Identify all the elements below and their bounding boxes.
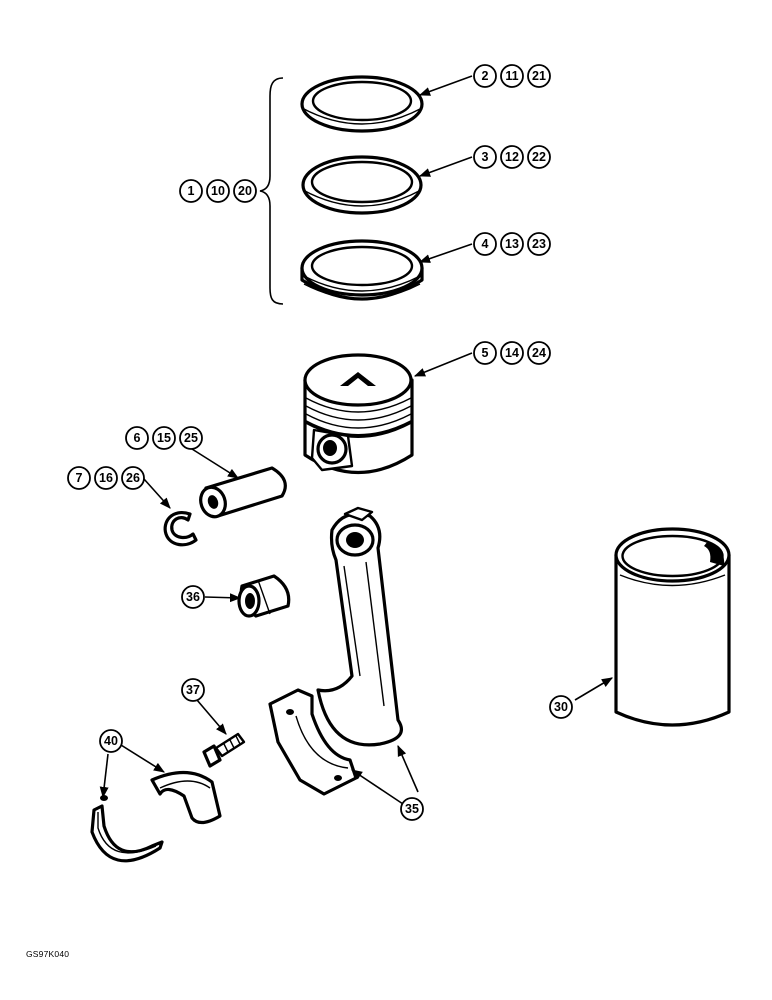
- svg-text:14: 14: [505, 346, 519, 360]
- svg-text:23: 23: [532, 237, 546, 251]
- svg-text:1: 1: [188, 184, 195, 198]
- callout-cylinder-sleeve: 30: [549, 695, 573, 719]
- bearing-shells: [90, 770, 222, 863]
- ring-set-bracket: [259, 77, 284, 305]
- drawing-id: GS97K040: [26, 949, 70, 959]
- oil-control-ring: [300, 239, 424, 301]
- callout-piston-pin: 6 15 25: [125, 426, 203, 450]
- rod-bolt: [202, 732, 246, 768]
- callout-rings-set: 1 10 20: [179, 179, 257, 203]
- small-end-bushing: [237, 574, 291, 618]
- svg-text:30: 30: [554, 700, 568, 714]
- leader-piston: [413, 352, 473, 377]
- svg-text:15: 15: [157, 431, 171, 445]
- leader-snap-ring: [143, 478, 171, 509]
- svg-text:20: 20: [238, 184, 252, 198]
- svg-text:37: 37: [186, 683, 200, 697]
- leader-bushing: [204, 593, 242, 603]
- leader-bearing-upper: [120, 744, 165, 773]
- leader-top-ring: [418, 75, 473, 96]
- leader-sleeve: [574, 677, 613, 701]
- cylinder-sleeve: [614, 527, 731, 727]
- leader-bearing-lower: [99, 753, 109, 799]
- callout-bearing-shells: 40: [99, 729, 123, 753]
- svg-text:35: 35: [405, 802, 419, 816]
- leader-rod: [397, 744, 419, 793]
- svg-text:26: 26: [126, 471, 140, 485]
- svg-text:5: 5: [482, 346, 489, 360]
- connecting-rod-cap: [268, 688, 358, 796]
- svg-text:11: 11: [505, 69, 518, 83]
- leader-piston-pin: [191, 448, 239, 479]
- svg-text:36: 36: [186, 590, 200, 604]
- callout-connecting-rod: 35: [400, 797, 424, 821]
- leader-oil-ring: [418, 243, 473, 263]
- svg-text:2: 2: [482, 69, 489, 83]
- piston: [303, 353, 414, 474]
- callout-oil-ring: 4 13 23: [473, 232, 551, 256]
- svg-text:3: 3: [482, 150, 489, 164]
- svg-text:13: 13: [505, 237, 519, 251]
- connecting-rod: [316, 506, 403, 747]
- svg-text:24: 24: [532, 346, 546, 360]
- callout-top-ring: 2 11 21: [473, 64, 551, 88]
- svg-text:4: 4: [482, 237, 489, 251]
- svg-text:40: 40: [104, 734, 118, 748]
- top-compression-ring: [300, 75, 424, 133]
- second-compression-ring: [301, 155, 423, 215]
- callout-rod-bolt: 37: [181, 678, 205, 702]
- svg-text:10: 10: [211, 184, 225, 198]
- callout-snap-ring: 7 16 26: [67, 466, 145, 490]
- callout-second-ring: 3 12 22: [473, 145, 551, 169]
- svg-text:21: 21: [532, 69, 546, 83]
- svg-text:6: 6: [134, 431, 141, 445]
- snap-ring: [163, 511, 198, 547]
- leader-rod-bolt: [196, 699, 227, 735]
- leader-cap: [351, 769, 404, 805]
- leader-second-ring: [418, 156, 473, 177]
- svg-text:12: 12: [505, 150, 519, 164]
- callout-piston: 5 14 24: [473, 341, 551, 365]
- callout-bushing: 36: [181, 585, 205, 609]
- piston-pin: [199, 466, 287, 519]
- svg-text:22: 22: [532, 150, 546, 164]
- svg-text:25: 25: [184, 431, 198, 445]
- svg-text:7: 7: [76, 471, 83, 485]
- svg-text:16: 16: [99, 471, 113, 485]
